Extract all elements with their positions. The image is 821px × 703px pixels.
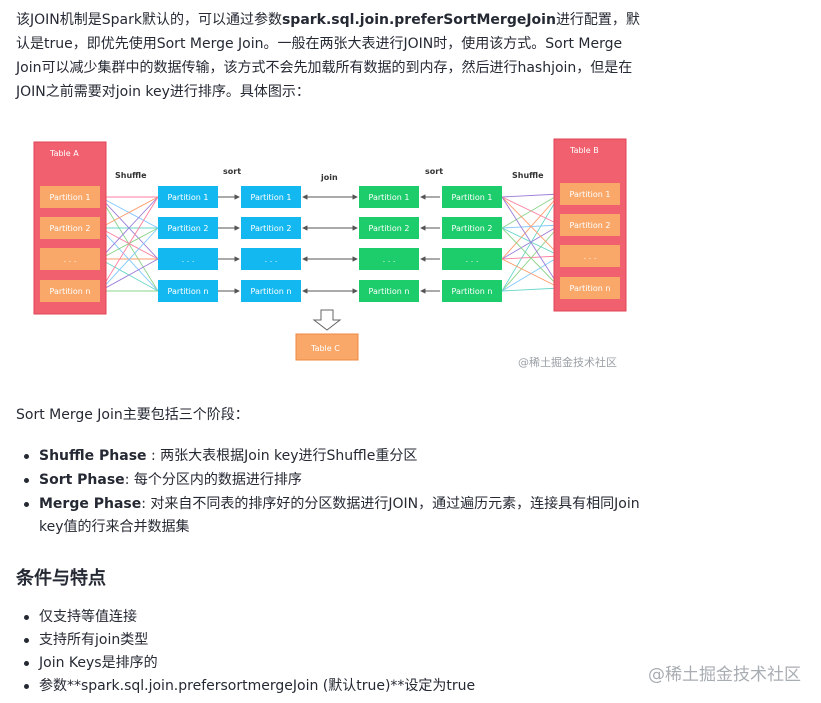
intro-paragraph: 该JOIN机制是Spark默认的，可以通过参数spark.sql.join.pr… [16, 8, 646, 104]
sorted-b-partition-label: Partition n [369, 287, 410, 296]
shuffled-a-partition-1 [158, 186, 218, 208]
shuffled-b-partition-label: . . . [466, 255, 479, 264]
table-b-partition-label: Partition 1 [570, 190, 611, 199]
section-title: 条件与特点 [16, 568, 106, 589]
sorted-a-partition-label: Partition n [251, 287, 292, 296]
summary-text: Sort Merge Join主要包括三个阶段： [16, 407, 249, 423]
table-a-partition-1 [40, 186, 100, 208]
sorted-b-partition-2 [359, 217, 419, 239]
phase-name: Sort Phase [39, 472, 125, 488]
shuffled-a-partition-label: Partition 2 [168, 224, 209, 233]
table-a-partition-label: Partition 2 [50, 224, 91, 233]
table-b-partition-label: . . . [584, 252, 597, 261]
table-b-partition-label: Partition 2 [570, 221, 611, 230]
shuffled-b-partition-1 [442, 186, 502, 208]
feature-item: 参数**spark.sql.join.prefersortmergeJoin (… [16, 675, 646, 698]
table-b-partition-3 [560, 245, 620, 267]
phase-desc: : 两张大表根据Join key进行Shuffle重分区 [146, 448, 418, 464]
sorted-a-partition-label: . . . [265, 255, 278, 264]
shuffled-a-partition-label: . . . [182, 255, 195, 264]
stage-label-sort-right: sort [425, 167, 443, 176]
table-a-partition-3 [40, 248, 100, 270]
phase-item-merge: Merge Phase: 对来自不同表的排序好的分区数据进行JOIN，通过遍历元… [16, 493, 646, 539]
partition-grid: Partition 1 Partition 2 . . . Partition n Pa… [40, 183, 620, 302]
sorted-a-partition-label: Partition 2 [251, 224, 292, 233]
feature-item: 仅支持等值连接 [16, 606, 646, 629]
phase-name: Merge Phase [39, 496, 142, 512]
table-b-partition-label: Partition n [570, 284, 611, 293]
intro-text-1: 该JOIN机制是Spark默认的，可以通过参数 [16, 12, 282, 28]
table-a-partition-4 [40, 280, 100, 302]
shuffle-line-right [501, 193, 561, 198]
table-b-partition-4 [560, 277, 620, 299]
sorted-b-partition-1 [359, 186, 419, 208]
shuffle-line-right [501, 196, 561, 257]
diagram-watermark: @稀土掘金技术社区 [518, 355, 617, 369]
shuffle-line-left [99, 196, 159, 260]
intro-param: spark.sql.join.preferSortMergeJoin [281, 12, 556, 28]
sort-merge-join-diagram: Table A Table B Partition 1 Partition 2 . … [33, 138, 627, 369]
sorted-b-partition-label: . . . [383, 255, 396, 264]
sorted-b-partition-4 [359, 280, 419, 302]
stage-label-sort-left: sort [223, 167, 241, 176]
phase-desc: : 对来自不同表的排序好的分区数据进行JOIN，通过遍历元素，连接具有相同Joi… [39, 496, 640, 535]
shuffled-b-partition-3 [442, 248, 502, 270]
phase-list: Shuffle Phase : 两张大表根据Join key进行Shuffle重… [16, 445, 646, 540]
sorted-b-partition-3 [359, 248, 419, 270]
table-c-box [295, 333, 359, 361]
sorted-a-partition-2 [241, 217, 301, 239]
shuffled-b-partition-label: Partition 2 [452, 224, 493, 233]
table-a-partition-2 [40, 217, 100, 239]
shuffle-line-left [99, 196, 159, 229]
shuffled-b-partition-label: Partition n [452, 287, 493, 296]
sorted-a-partition-1 [241, 186, 301, 208]
feature-item: Join Keys是排序的 [16, 652, 646, 675]
phase-item-shuffle: Shuffle Phase : 两张大表根据Join key进行Shuffle重… [16, 445, 646, 468]
stage-label-shuffle-right: Shuffle [512, 171, 544, 180]
shuffle-line-left [99, 227, 159, 292]
shuffle-line-right [501, 196, 561, 226]
sorted-b-partition-label: Partition 2 [369, 224, 410, 233]
shuffled-a-partition-label: Partition 1 [168, 193, 209, 202]
feature-list: 仅支持等值连接 支持所有join类型 Join Keys是排序的 参数**spa… [16, 606, 646, 698]
sorted-a-partition-4 [241, 280, 301, 302]
phase-desc: : 每个分区内的数据进行排序 [124, 472, 302, 488]
shuffle-line-right [501, 258, 561, 289]
stage-label-shuffle-left: Shuffle [115, 171, 147, 180]
phase-name: Shuffle Phase [39, 448, 147, 464]
shuffled-b-partition-4 [442, 280, 502, 302]
shuffle-line-right [501, 227, 561, 289]
shuffle-line-right [501, 287, 561, 292]
table-b-label: Table B [569, 146, 599, 155]
shuffled-b-partition-label: Partition 1 [452, 193, 493, 202]
table-a-label: Table A [49, 149, 79, 158]
table-c-label: Table C [310, 344, 340, 353]
table-a-partition-label: Partition 1 [50, 193, 91, 202]
shuffle-line-left [99, 196, 159, 292]
shuffle-lines-right [501, 193, 561, 292]
shuffled-a-partition-2 [158, 217, 218, 239]
feature-item: 支持所有join类型 [16, 629, 646, 652]
page-watermark: @稀土掘金技术社区 [648, 665, 801, 685]
stage-label-join: join [320, 173, 338, 182]
table-a-partition-label: . . . [64, 255, 77, 264]
shuffled-b-partition-2 [442, 217, 502, 239]
table-a-partition-label: Partition n [50, 287, 91, 296]
shuffle-lines-left [99, 196, 159, 292]
intro-text-2: 进行配置，默认是true，即优先使用Sort Merge Join。一般在两张大… [16, 12, 640, 100]
sorted-a-partition-3 [241, 248, 301, 270]
down-arrow-icon [312, 309, 342, 331]
sorted-a-partition-label: Partition 1 [251, 193, 292, 202]
sorted-b-partition-label: Partition 1 [369, 193, 410, 202]
shuffle-line-right [501, 196, 561, 289]
shuffled-a-partition-label: Partition n [168, 287, 209, 296]
shuffle-line-left [99, 258, 159, 292]
table-b-partition-1 [560, 183, 620, 205]
table-b-partition-2 [560, 214, 620, 236]
shuffled-a-partition-4 [158, 280, 218, 302]
phase-item-sort: Sort Phase: 每个分区内的数据进行排序 [16, 469, 646, 492]
shuffled-a-partition-3 [158, 248, 218, 270]
